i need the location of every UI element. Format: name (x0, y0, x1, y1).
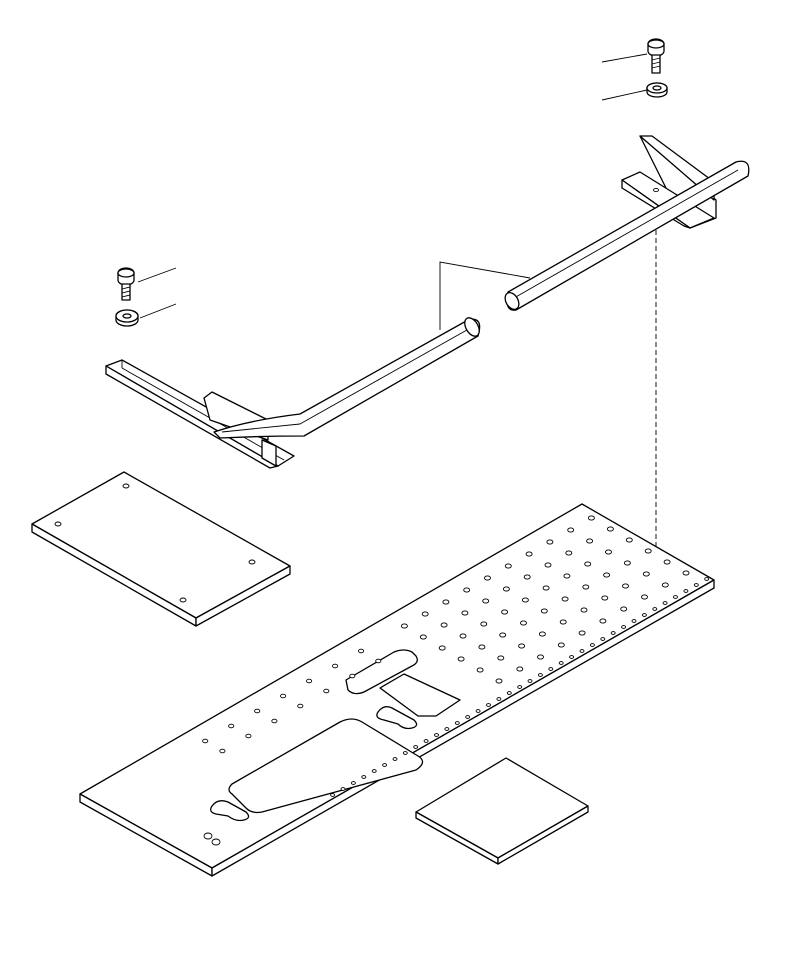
plate-holes (202, 515, 710, 797)
pad-icon (415, 757, 589, 865)
bolt-icon (647, 38, 665, 74)
bracket-icon (105, 317, 481, 469)
washer-icon (646, 82, 668, 98)
washer-icon (115, 309, 139, 327)
bracket-icon (504, 135, 750, 311)
bolt-icon (117, 267, 135, 301)
plate-icon (31, 471, 291, 627)
perforated-plate-icon (79, 503, 715, 877)
leader-lines (137, 53, 648, 330)
